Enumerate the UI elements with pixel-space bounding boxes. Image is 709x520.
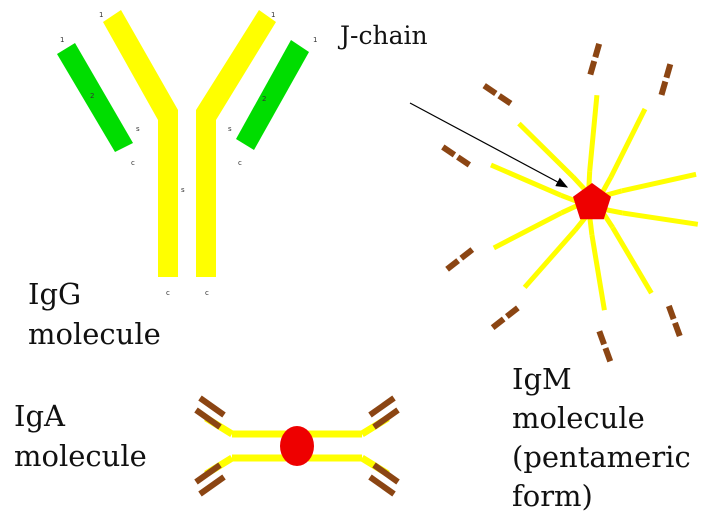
igm-heavy-chain [491,165,561,195]
igm-label-line1: IgM [512,362,572,396]
igm-heavy-chain [592,235,604,310]
igm-light-chain [669,306,674,319]
igg-mark: s [136,125,140,133]
igg-mark: c [238,159,242,167]
igm-light-chain [590,61,594,74]
igm-heavy-chain [590,95,597,171]
igm-light-chain [443,147,455,155]
igm-light-chain [493,319,504,328]
igm-light-chain [666,64,670,77]
igg-mark: 2 [90,92,94,100]
igg-label-line2: molecule [28,317,161,351]
iga-j-chain [280,426,314,466]
igm-light-chain [447,261,458,270]
igg-mark: 2 [262,95,266,103]
igg-mark: s [228,125,232,133]
igm-light-chain [484,86,496,94]
igm-heavy-chain [525,230,575,287]
igg-light-chain-left [57,43,133,152]
iga-molecule [196,398,398,494]
igg-mark: c [205,289,209,297]
igm-heavy-chain [519,124,573,178]
igm-molecule [443,44,709,362]
igm-heavy-chain [613,227,652,293]
igg-heavy-chain-right [196,10,276,277]
igm-light-chain [605,348,610,361]
iga-label-line1: IgA [14,399,66,433]
igm-light-chain [461,250,472,259]
igm-light-chain [499,96,511,104]
igg-mark: 1 [271,11,275,19]
igg-label-line1: IgG [28,277,81,311]
igm-light-chain [675,323,680,336]
igm-heavy-chain [494,213,562,248]
igm-light-chain [599,331,604,344]
igm-light-chain [458,157,470,165]
igm-heavy-chain [622,213,697,224]
j-chain-label: J-chain [337,21,428,50]
igg-mark: 1 [60,36,64,44]
igg-mark: 1 [99,11,103,19]
igm-label-line4: form) [512,479,593,513]
iga-label-line2: molecule [14,439,147,473]
igg-mark: c [166,289,170,297]
igg-molecule: 1 1 1 1 2 2 s s s c c c c [57,10,317,297]
igg-mark: 1 [313,36,317,44]
igm-heavy-chain [622,174,696,191]
igm-light-chain [661,82,665,95]
igm-light-chain [507,308,518,317]
igm-label-line2: molecule [512,401,645,435]
igg-mark: s [181,186,185,194]
igm-label-line3: (pentameric [512,440,691,474]
igm-light-chain [595,44,599,57]
igm-heavy-chain [611,109,645,177]
igg-mark: c [131,159,135,167]
